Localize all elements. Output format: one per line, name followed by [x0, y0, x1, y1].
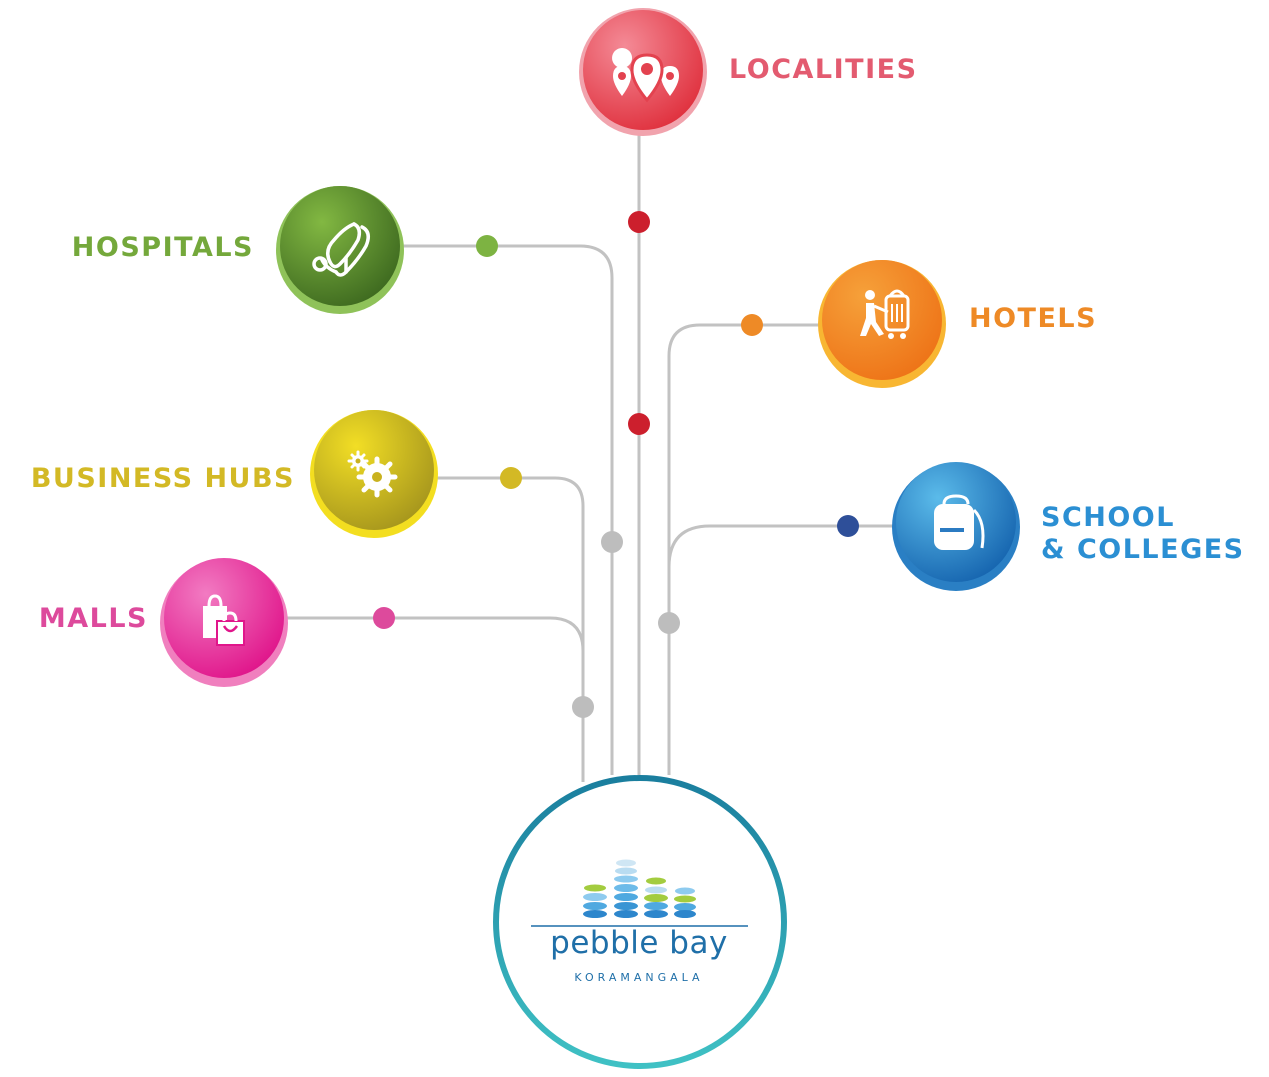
malls-label: MALLS — [38, 603, 148, 634]
dot-business-hubs — [500, 467, 522, 489]
dot-school — [837, 515, 859, 537]
dot-localities-lower — [628, 413, 650, 435]
line-malls — [285, 616, 585, 652]
school-label-line2: & COLLEGES — [1041, 534, 1245, 565]
hospitals-node — [276, 186, 404, 314]
stethoscope-icon — [312, 222, 370, 277]
line-school — [667, 524, 895, 568]
line-hospitals — [400, 244, 614, 775]
connector-lines — [285, 130, 895, 782]
gears-icon — [347, 450, 398, 498]
business-hubs-label: BUSINESS HUBS — [30, 463, 295, 494]
dot-malls — [373, 607, 395, 629]
school-label-line1: SCHOOL — [1041, 502, 1175, 533]
localities-label: LOCALITIES — [729, 54, 918, 85]
localities-node — [579, 8, 707, 136]
malls-node — [160, 558, 288, 687]
hospitals-label: HOSPITALS — [71, 232, 254, 263]
line-business-hubs — [433, 476, 585, 782]
dot-hotels — [741, 314, 763, 336]
junction-grey-2 — [658, 612, 680, 634]
junction-dots — [373, 211, 859, 718]
map-pins-icon — [612, 48, 679, 103]
hotel-porter-icon — [860, 289, 910, 339]
brand-name: pebble bay — [550, 925, 728, 961]
junction-grey-1 — [601, 531, 623, 553]
business-hubs-node — [310, 410, 438, 538]
junction-grey-3 — [572, 696, 594, 718]
dot-localities-upper — [628, 211, 650, 233]
school-node — [892, 462, 1020, 591]
center-node — [493, 775, 787, 1069]
hotels-label: HOTELS — [969, 303, 1098, 334]
backpack-icon — [934, 494, 985, 550]
shopping-bags-icon — [203, 594, 245, 646]
brand-subtitle: KORAMANGALA — [574, 971, 704, 984]
line-hotels — [667, 323, 822, 775]
dot-hospitals — [476, 235, 498, 257]
pebble-stack-logo — [583, 859, 696, 918]
hotels-node — [818, 260, 946, 388]
